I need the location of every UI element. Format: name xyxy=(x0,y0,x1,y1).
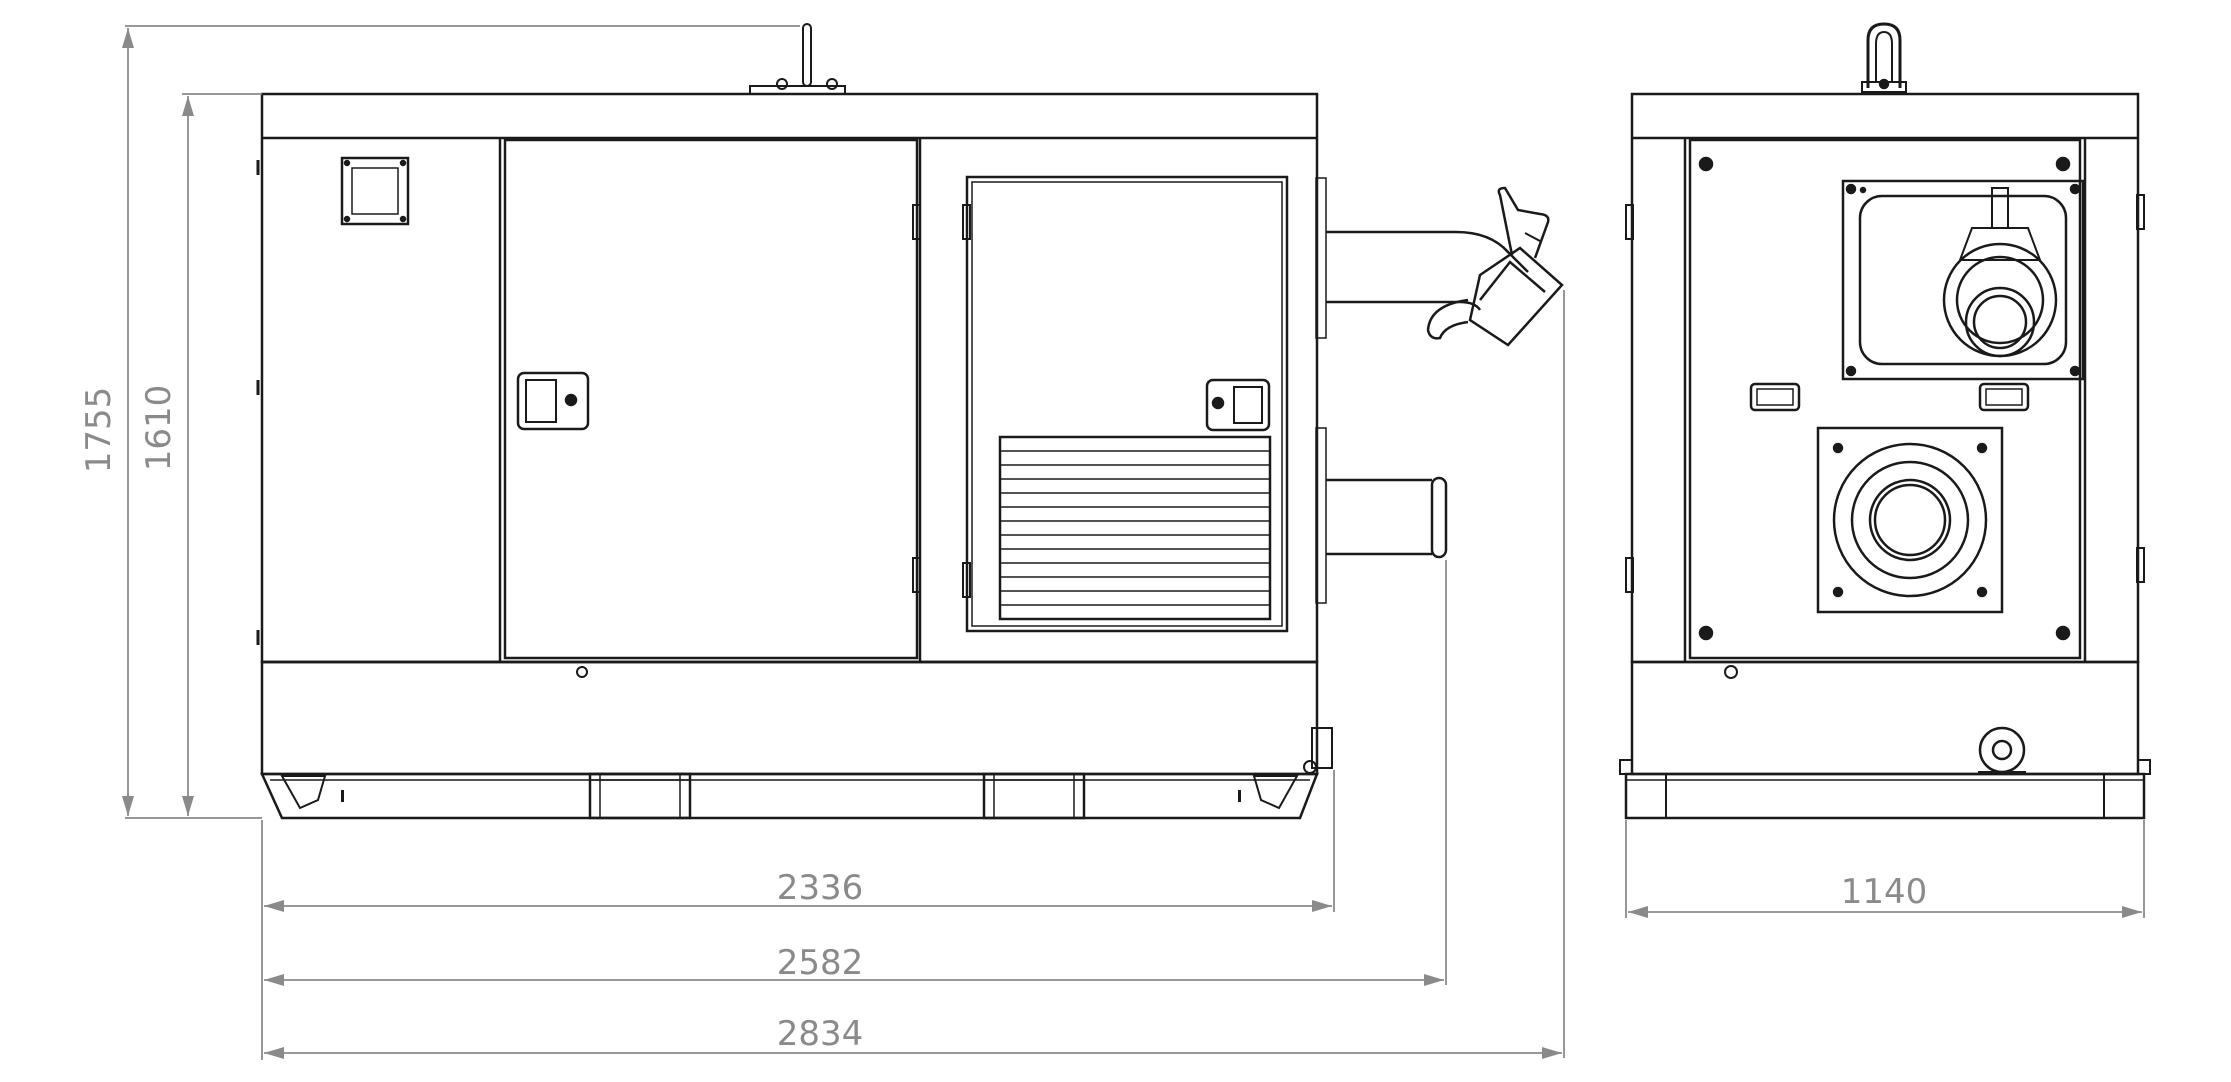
canopy-vent xyxy=(340,156,410,226)
suction-pipe-lower xyxy=(1326,476,1448,559)
front-slot-left xyxy=(1749,382,1801,412)
dim-height-body: 1610 xyxy=(139,385,179,472)
louvre-grille xyxy=(998,435,1272,621)
front-slot-right xyxy=(1978,382,2030,412)
dimension-lines xyxy=(122,25,2145,1060)
dim-length-total: 2834 xyxy=(777,1014,864,1054)
side-skid-frame xyxy=(260,660,1319,776)
discharge-pipe-upper xyxy=(1326,186,1564,347)
dim-length-body: 2336 xyxy=(777,868,864,908)
front-view xyxy=(1619,22,2151,820)
front-lifting-eye xyxy=(1861,22,1907,93)
door-handle-middle xyxy=(516,371,590,431)
side-door-right xyxy=(965,175,1289,633)
front-panel xyxy=(1688,138,2082,660)
door-handle-right xyxy=(1205,378,1271,432)
suction-flange xyxy=(1816,426,2004,614)
drain-plug xyxy=(1978,726,2026,774)
discharge-flange xyxy=(1841,179,2085,381)
forklift-pocket-left xyxy=(588,772,692,820)
side-door-middle xyxy=(503,138,919,660)
forklift-pocket-right xyxy=(982,772,1086,820)
dim-length-discharge: 2582 xyxy=(777,943,864,983)
side-skid-base xyxy=(260,772,1319,820)
dim-height-total: 1755 xyxy=(79,387,119,474)
lifting-lug-front xyxy=(280,775,327,810)
dim-width: 1140 xyxy=(1841,872,1928,912)
lifting-eye xyxy=(749,23,846,95)
lifting-lug-rear xyxy=(1252,775,1299,810)
side-view xyxy=(256,23,1564,820)
